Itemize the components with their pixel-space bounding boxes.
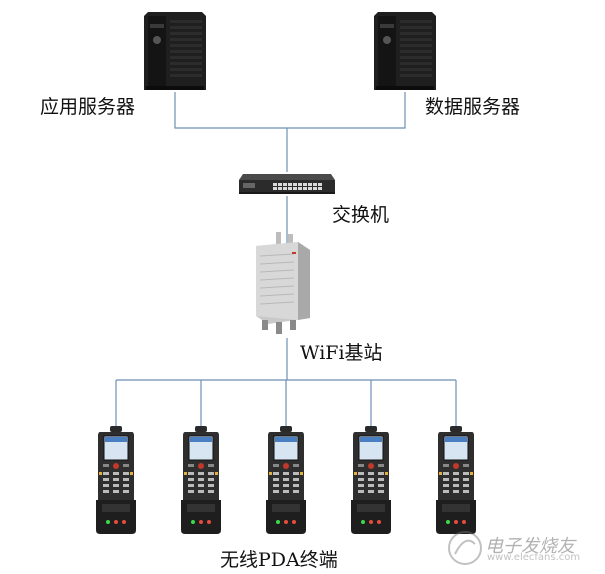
app-server-label: 应用服务器 — [40, 96, 136, 118]
db-server-icon — [370, 10, 440, 92]
network-switch-icon — [237, 172, 337, 196]
pda-terminal-icon — [181, 426, 221, 536]
switch-label: 交换机 — [332, 204, 390, 226]
elecfans-watermark-logo: 电子发烧友 www.elecfans.com — [445, 528, 595, 568]
watermark-text: 电子发烧友 — [485, 536, 575, 557]
wifi-access-point-icon — [254, 232, 312, 338]
db-server-label: 数据服务器 — [425, 96, 521, 118]
watermark-url: www.elecfans.com — [487, 552, 581, 563]
pda-terminal-icon — [266, 426, 306, 536]
pda-terminal-icon — [351, 426, 391, 536]
app-server-icon — [140, 10, 210, 92]
server-bus-line — [174, 92, 406, 129]
wifi-ap-label: WiFi基站 — [300, 342, 383, 364]
pda-terminal-icon — [436, 426, 476, 536]
terminals-label: 无线PDA终端 — [220, 549, 338, 571]
pda-terminal-icon — [96, 426, 136, 536]
